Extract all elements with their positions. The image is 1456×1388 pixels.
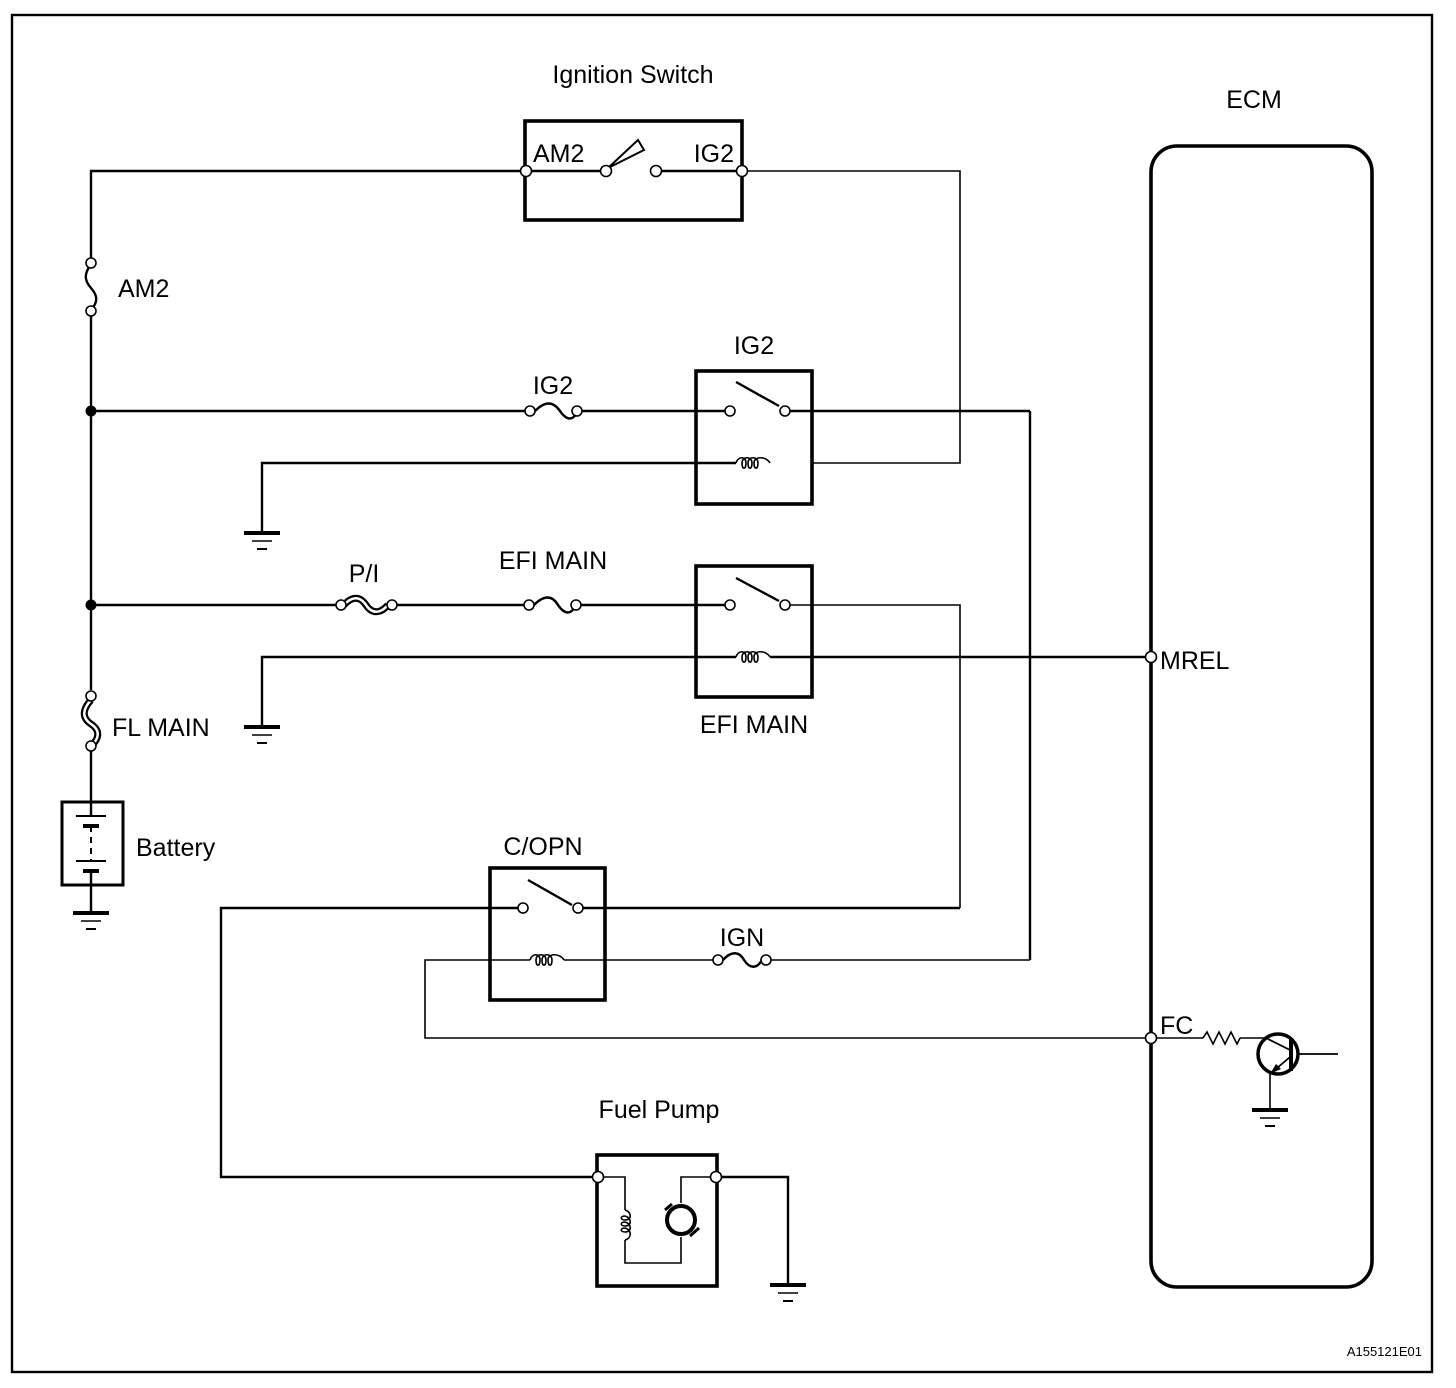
relay-coil-icon — [529, 953, 565, 967]
ground-icon — [73, 911, 109, 930]
switch-lever-icon — [607, 138, 646, 169]
ignition-switch-pin-am2: AM2 — [533, 140, 584, 168]
fuse-am2-label: AM2 — [118, 275, 169, 303]
ignition-switch-label: Ignition Switch — [552, 61, 713, 89]
relay-ig2-label: IG2 — [734, 332, 774, 360]
pump-coil-icon — [620, 1209, 632, 1241]
fuse-ig2-label: IG2 — [533, 372, 573, 400]
fuse-fl-main: FL MAIN — [80, 690, 210, 752]
battery-label: Battery — [136, 834, 216, 862]
diagram-frame — [10, 13, 1434, 1374]
fuel-pump: Fuel Pump — [591, 1096, 723, 1288]
ecm: ECM MREL FC — [1144, 86, 1374, 1289]
fuse-efi-main-label: EFI MAIN — [499, 547, 607, 575]
fuse-ign-label: IGN — [720, 924, 764, 952]
fuse-am2: AM2 — [84, 257, 169, 317]
figure-code: A155121E01 — [1347, 1344, 1422, 1359]
ground-icon — [770, 1283, 806, 1302]
ignition-switch-pin-ig2: IG2 — [694, 140, 734, 168]
fuse-fl-main-label: FL MAIN — [112, 714, 210, 742]
ground-icon — [1252, 1108, 1288, 1127]
resistor-icon — [1202, 1030, 1241, 1046]
relay-efi-main-label: EFI MAIN — [700, 711, 808, 739]
ground-icon — [244, 725, 280, 744]
relay-copn-label: C/OPN — [503, 833, 582, 861]
relay-efi-main: EFI MAIN — [694, 564, 814, 739]
ecm-pin-mrel: MREL — [1160, 647, 1230, 675]
ground-icon — [244, 531, 280, 550]
fuse-efi-main: EFI MAIN — [499, 547, 607, 614]
fuse-ign: IGN — [712, 924, 772, 968]
ignition-switch: Ignition Switch AM2 IG2 — [519, 61, 749, 222]
relay-copn: C/OPN — [488, 833, 607, 1002]
relay-ig2: IG2 — [694, 332, 814, 506]
fuse-ig2: IG2 — [524, 372, 583, 420]
relay-coil-icon — [735, 650, 771, 664]
pump-motor-icon — [665, 1204, 697, 1236]
ecm-pin-fc: FC — [1160, 1012, 1193, 1040]
ecm-label: ECM — [1226, 86, 1282, 114]
transistor-icon — [1256, 1032, 1338, 1110]
fuse-pi: P/I — [335, 560, 398, 616]
battery: Battery — [60, 800, 216, 912]
fuse-pi-label: P/I — [349, 560, 380, 588]
relay-coil-icon — [735, 456, 771, 470]
fuel-pump-label: Fuel Pump — [599, 1096, 720, 1124]
